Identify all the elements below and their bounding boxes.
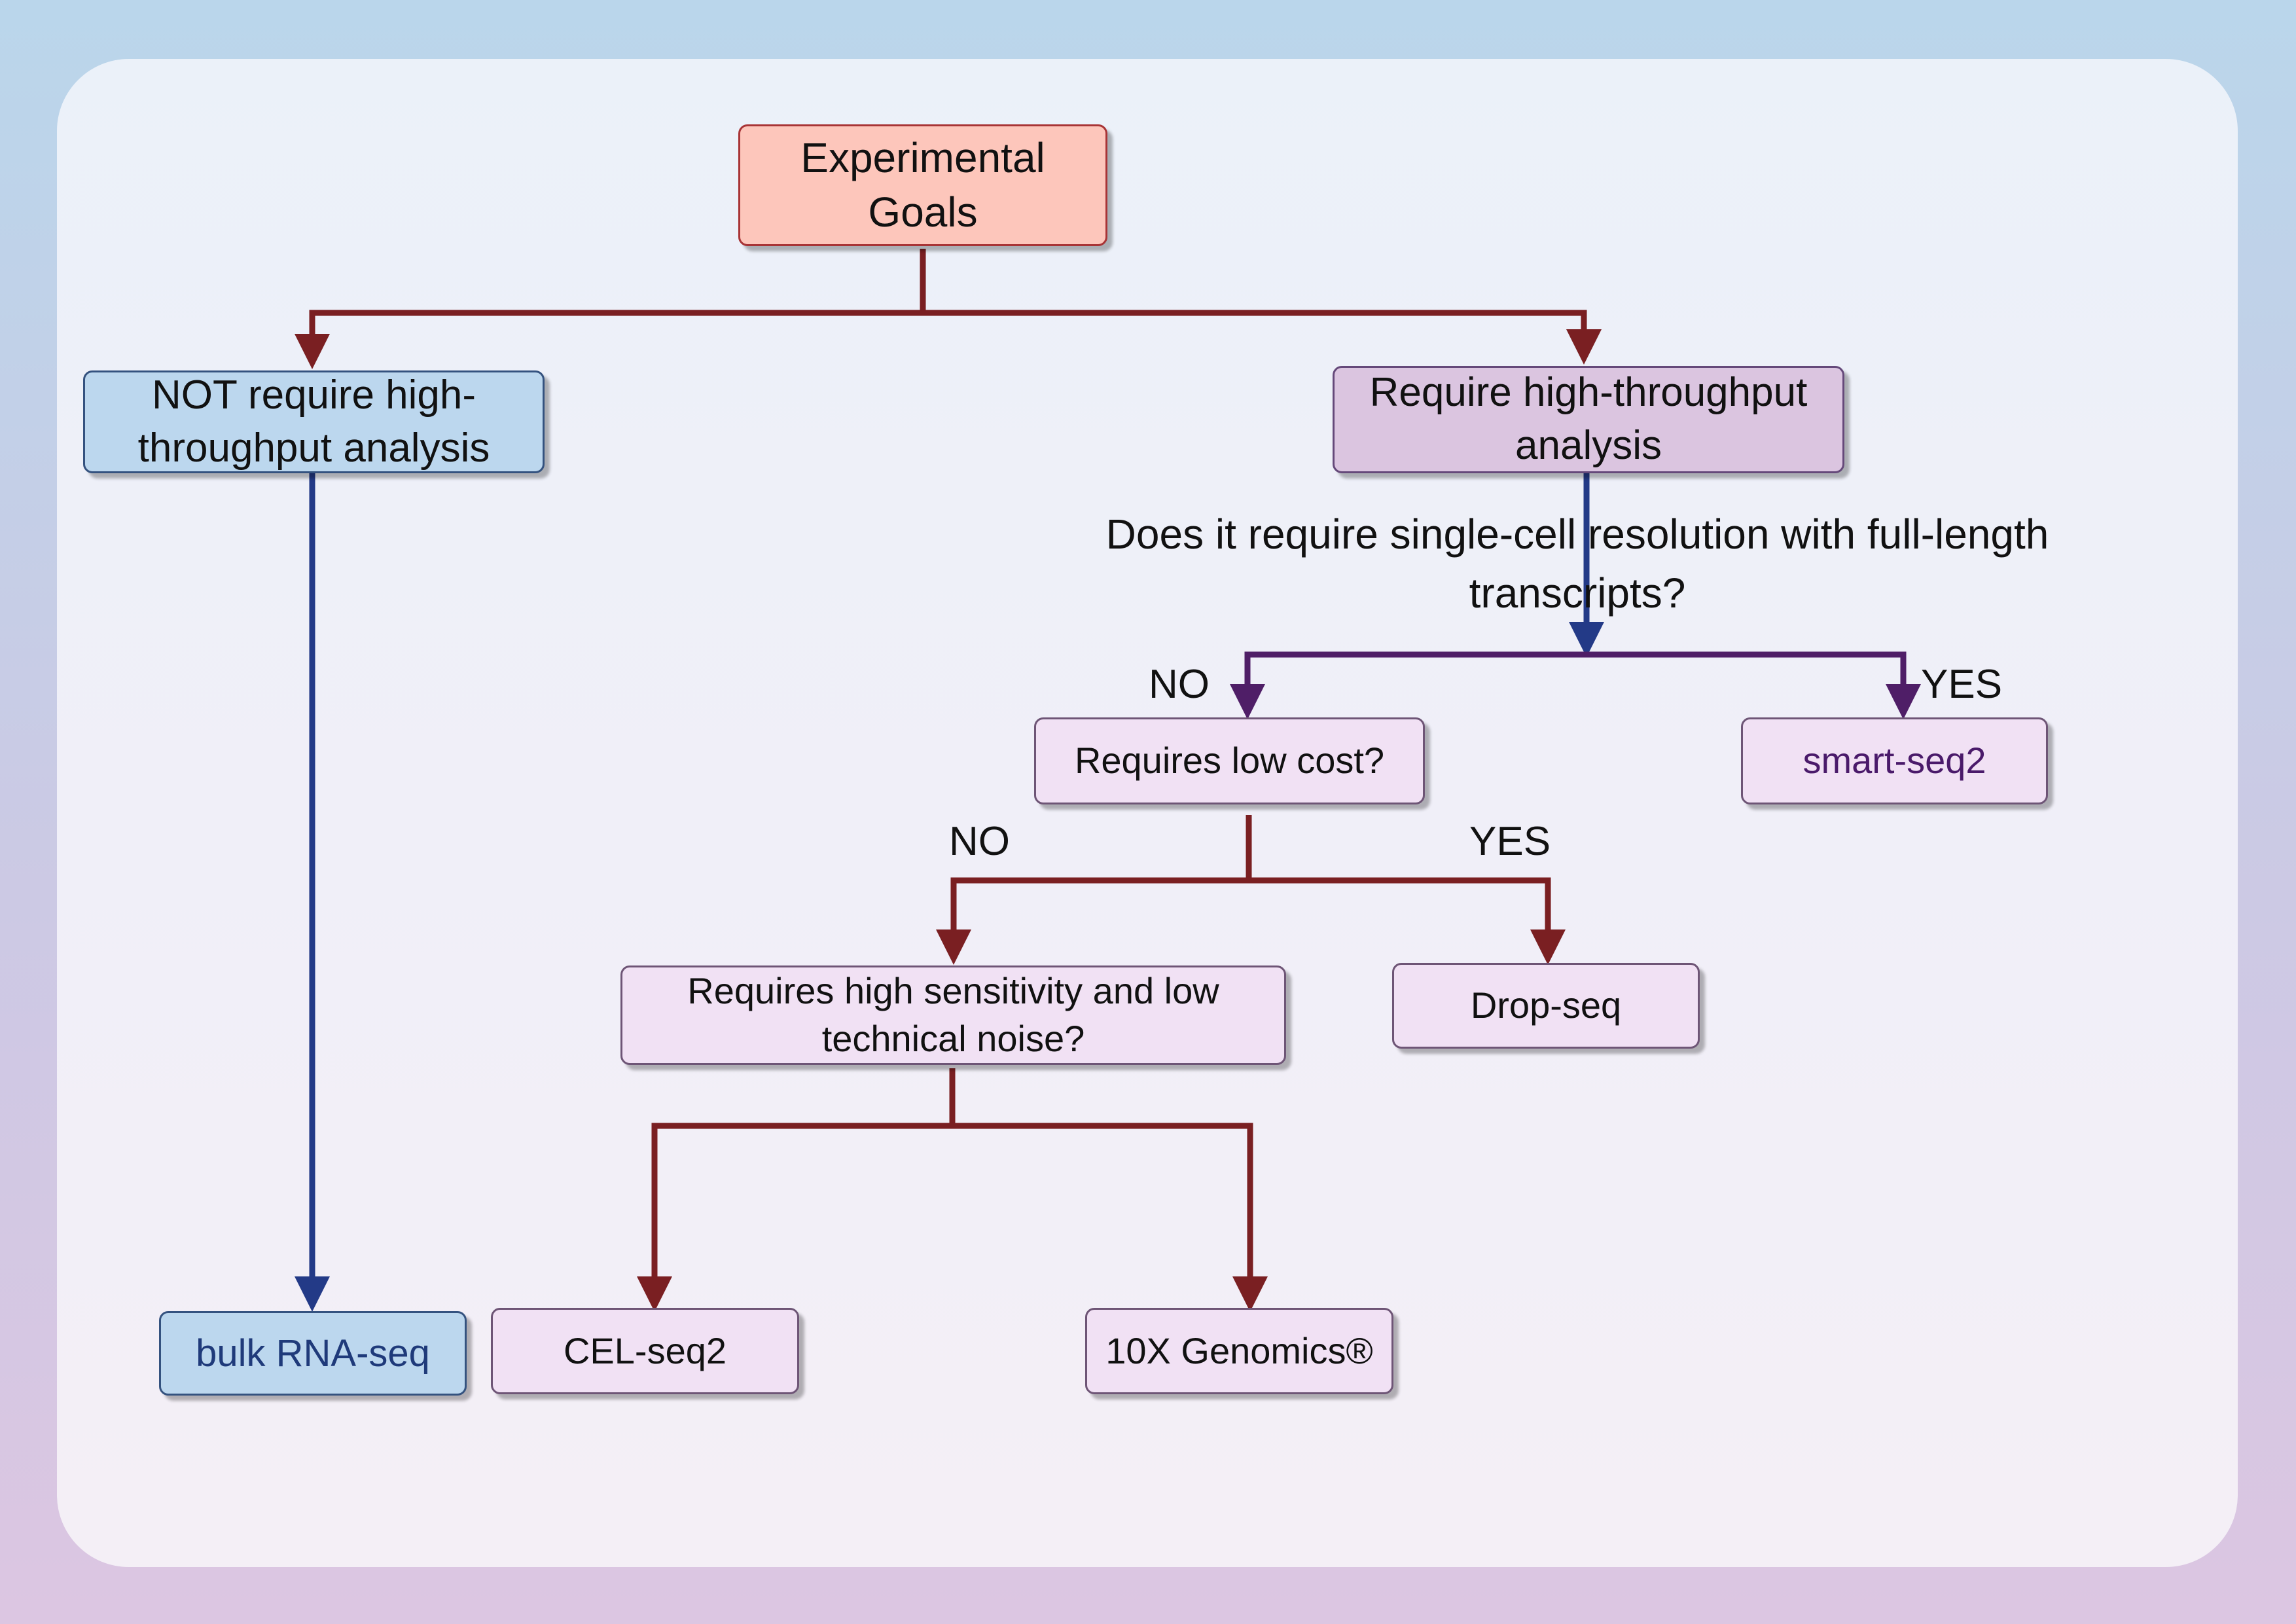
drop-seq-node: Drop-seq	[1392, 963, 1700, 1049]
smart-seq2-node: smart-seq2	[1741, 717, 2048, 804]
edge-question-no	[1230, 651, 1587, 719]
edge-sens-right	[952, 1123, 1268, 1312]
yes-label-2: YES	[1469, 819, 1551, 864]
edge-cost-no	[936, 815, 1252, 965]
edge-sens-left	[637, 1068, 956, 1312]
edge-root-split	[295, 249, 926, 369]
low-cost-node: Requires low cost?	[1034, 717, 1425, 804]
edge-root-right	[923, 310, 1602, 365]
not-high-throughput-node: NOT require high- throughput analysis	[83, 370, 545, 473]
no-label-1: NO	[1149, 662, 1210, 707]
bulk-rna-seq-node: bulk RNA-seq	[159, 1311, 467, 1396]
edge-cost-yes	[1249, 877, 1566, 965]
sensitivity-node: Requires high sensitivity and low techni…	[620, 965, 1286, 1065]
high-throughput-node: Require high-throughput analysis	[1333, 366, 1844, 473]
yes-label-1: YES	[1921, 662, 2003, 707]
experimental-goals-node: Experimental Goals	[738, 124, 1107, 246]
10x-genomics-node: 10X Genomics®	[1085, 1308, 1393, 1394]
single-cell-question: Does it require single-cell resolution w…	[1105, 511, 2049, 617]
cel-seq2-node: CEL-seq2	[491, 1308, 799, 1394]
no-label-2: NO	[949, 819, 1010, 864]
edge-question-yes	[1587, 651, 1921, 719]
